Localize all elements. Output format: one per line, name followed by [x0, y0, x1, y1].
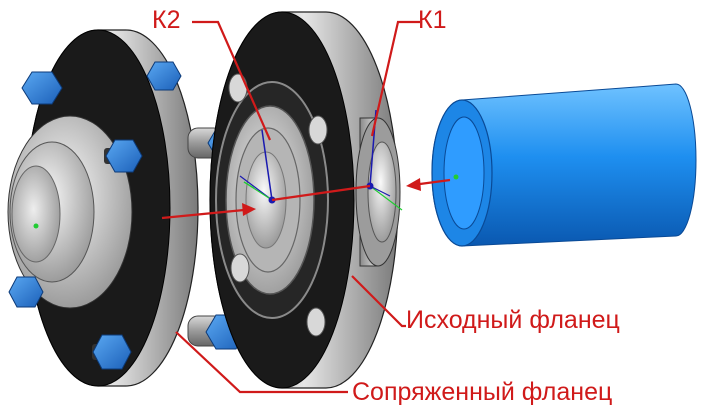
- source-flange: [209, 11, 399, 389]
- mating-flange-bolts: [8, 61, 182, 370]
- callout-k1: К1: [418, 6, 447, 34]
- leader-source-flange: [351, 275, 406, 328]
- source-flange-bore: [245, 151, 287, 249]
- callout-k2: К2: [152, 6, 181, 34]
- source-flange-hole: [230, 253, 250, 283]
- connector-link-line: [271, 184, 371, 202]
- pipe-origin-marker: [453, 174, 459, 180]
- arrow-mating-to-k2: [161, 208, 245, 220]
- pipe-cylinder: [431, 83, 697, 247]
- red-annotations: [161, 20, 451, 394]
- hex-bolt-icon: [8, 276, 44, 308]
- arrow-pipe-to-k1: [419, 178, 451, 186]
- arrowhead: [406, 178, 421, 191]
- leader-k1: [370, 20, 420, 137]
- leader-mating-flange: [175, 331, 348, 394]
- pipe-inner-bore: [443, 116, 485, 230]
- source-flange-hole: [306, 307, 326, 337]
- hex-bolt-icon: [21, 71, 63, 105]
- source-flange-hole: [228, 73, 248, 103]
- callout-source-flange: Исходный фланец: [406, 306, 620, 334]
- mating-flange-hub-bore: [11, 165, 61, 263]
- leader-k2: [192, 20, 272, 141]
- source-flange-hole: [308, 115, 328, 145]
- mating-flange: [7, 29, 199, 387]
- hex-bolt-icon: [92, 334, 132, 370]
- mating-flange-origin-marker: [33, 223, 39, 229]
- hex-bolt-icon: [146, 61, 182, 91]
- callout-mating-flange: Сопряженный фланец: [352, 378, 613, 406]
- hex-bolt-icon: [104, 139, 143, 173]
- connector-k2: [239, 129, 276, 204]
- arrowhead: [242, 203, 256, 216]
